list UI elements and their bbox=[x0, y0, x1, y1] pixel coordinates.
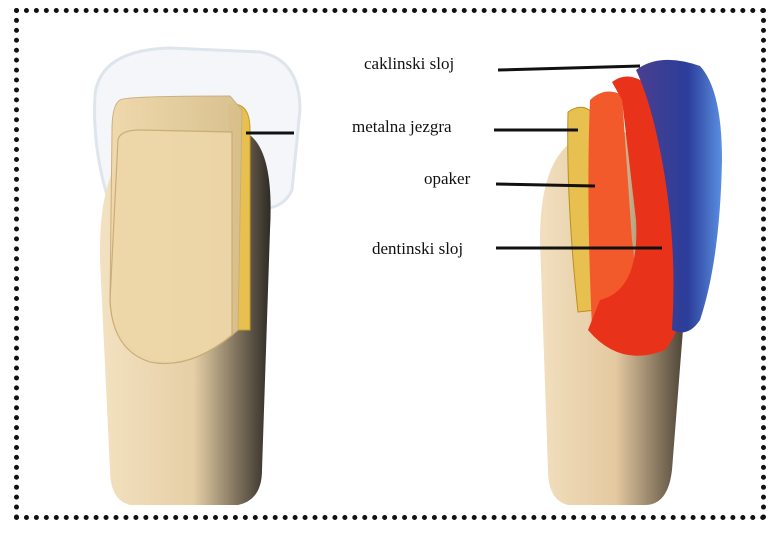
label-opaquer: opaker bbox=[424, 170, 470, 187]
right-pointer-line-1 bbox=[498, 66, 640, 70]
left-crown-front bbox=[110, 130, 232, 363]
label-metal-core: metalna jezgra bbox=[352, 118, 452, 135]
label-enamel-layer: caklinski sloj bbox=[364, 55, 454, 72]
right-tooth-illustration bbox=[494, 60, 722, 505]
label-dentin-layer: dentinski sloj bbox=[372, 240, 463, 257]
right-pointer-line-3 bbox=[496, 184, 595, 186]
left-tooth-illustration bbox=[95, 48, 300, 505]
